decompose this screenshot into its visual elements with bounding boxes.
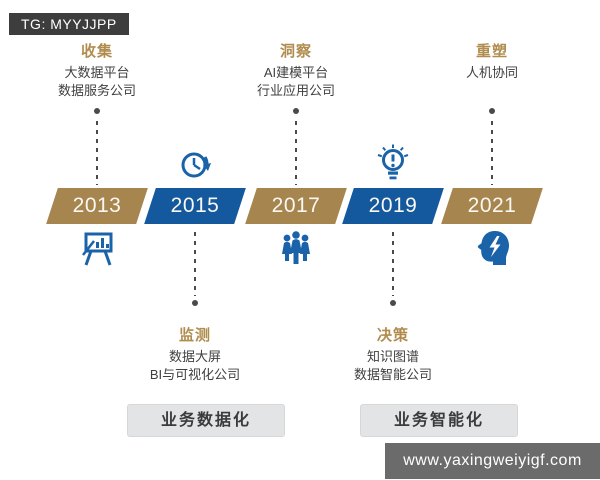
milestone-line: 大数据平台	[64, 65, 130, 80]
milestone-line: AI建模平台	[263, 65, 329, 80]
milestone-text-2019: 决策 知识图谱 数据智能公司	[308, 324, 478, 384]
connector-dashed-line	[194, 232, 196, 296]
connector-dot	[390, 300, 396, 306]
phase-pill-digitization: 业务数据化	[127, 404, 285, 437]
year-banner-2015: 2015	[144, 188, 246, 224]
milestone-title: 洞察	[279, 43, 312, 60]
milestone-title: 监测	[178, 327, 211, 344]
people-group-icon	[276, 228, 316, 268]
milestone-line: 数据大屏	[168, 349, 221, 364]
milestone-text-2017: 洞察 AI建模平台 行业应用公司	[211, 40, 381, 100]
milestone-text-2015: 监测 数据大屏 BI与可视化公司	[110, 324, 280, 384]
clock-history-icon	[175, 143, 215, 183]
year-banner-2017: 2017	[245, 188, 347, 224]
year-banner-2021: 2021	[441, 188, 543, 224]
connector-dot	[192, 300, 198, 306]
connector-dot	[489, 108, 495, 114]
milestone-line: BI与可视化公司	[149, 367, 241, 382]
connector-dashed-line	[491, 121, 493, 185]
milestone-title: 重塑	[475, 43, 508, 60]
year-label: 2017	[271, 194, 321, 217]
year-banner-2013: 2013	[46, 188, 148, 224]
tag-badge: TG: MYYJJPP	[9, 13, 129, 35]
milestone-line: 知识图谱	[366, 349, 419, 364]
milestone-title: 收集	[80, 43, 113, 60]
milestone-text-2021: 重塑 人机协同	[407, 40, 577, 82]
phase-pill-intelligence: 业务智能化	[360, 404, 518, 437]
milestone-title: 决策	[376, 327, 409, 344]
milestone-line: 数据服务公司	[57, 83, 136, 98]
watermark-url: www.yaxingweiyigf.com	[385, 443, 600, 479]
milestone-line: 数据智能公司	[353, 367, 432, 382]
lightbulb-exclamation-icon	[373, 142, 413, 182]
connector-dot	[94, 108, 100, 114]
connector-dot	[293, 108, 299, 114]
milestone-line: 人机协同	[465, 65, 518, 80]
milestone-text-2013: 收集 大数据平台 数据服务公司	[12, 40, 182, 100]
year-label: 2013	[72, 194, 122, 217]
head-lightning-icon	[472, 228, 512, 268]
milestone-line: 行业应用公司	[256, 83, 335, 98]
year-banner-2019: 2019	[342, 188, 444, 224]
year-label: 2015	[170, 194, 220, 217]
year-label: 2021	[467, 194, 517, 217]
connector-dashed-line	[295, 121, 297, 185]
year-label: 2019	[368, 194, 418, 217]
connector-dashed-line	[392, 232, 394, 296]
connector-dashed-line	[96, 121, 98, 185]
easel-chart-icon	[77, 228, 117, 268]
